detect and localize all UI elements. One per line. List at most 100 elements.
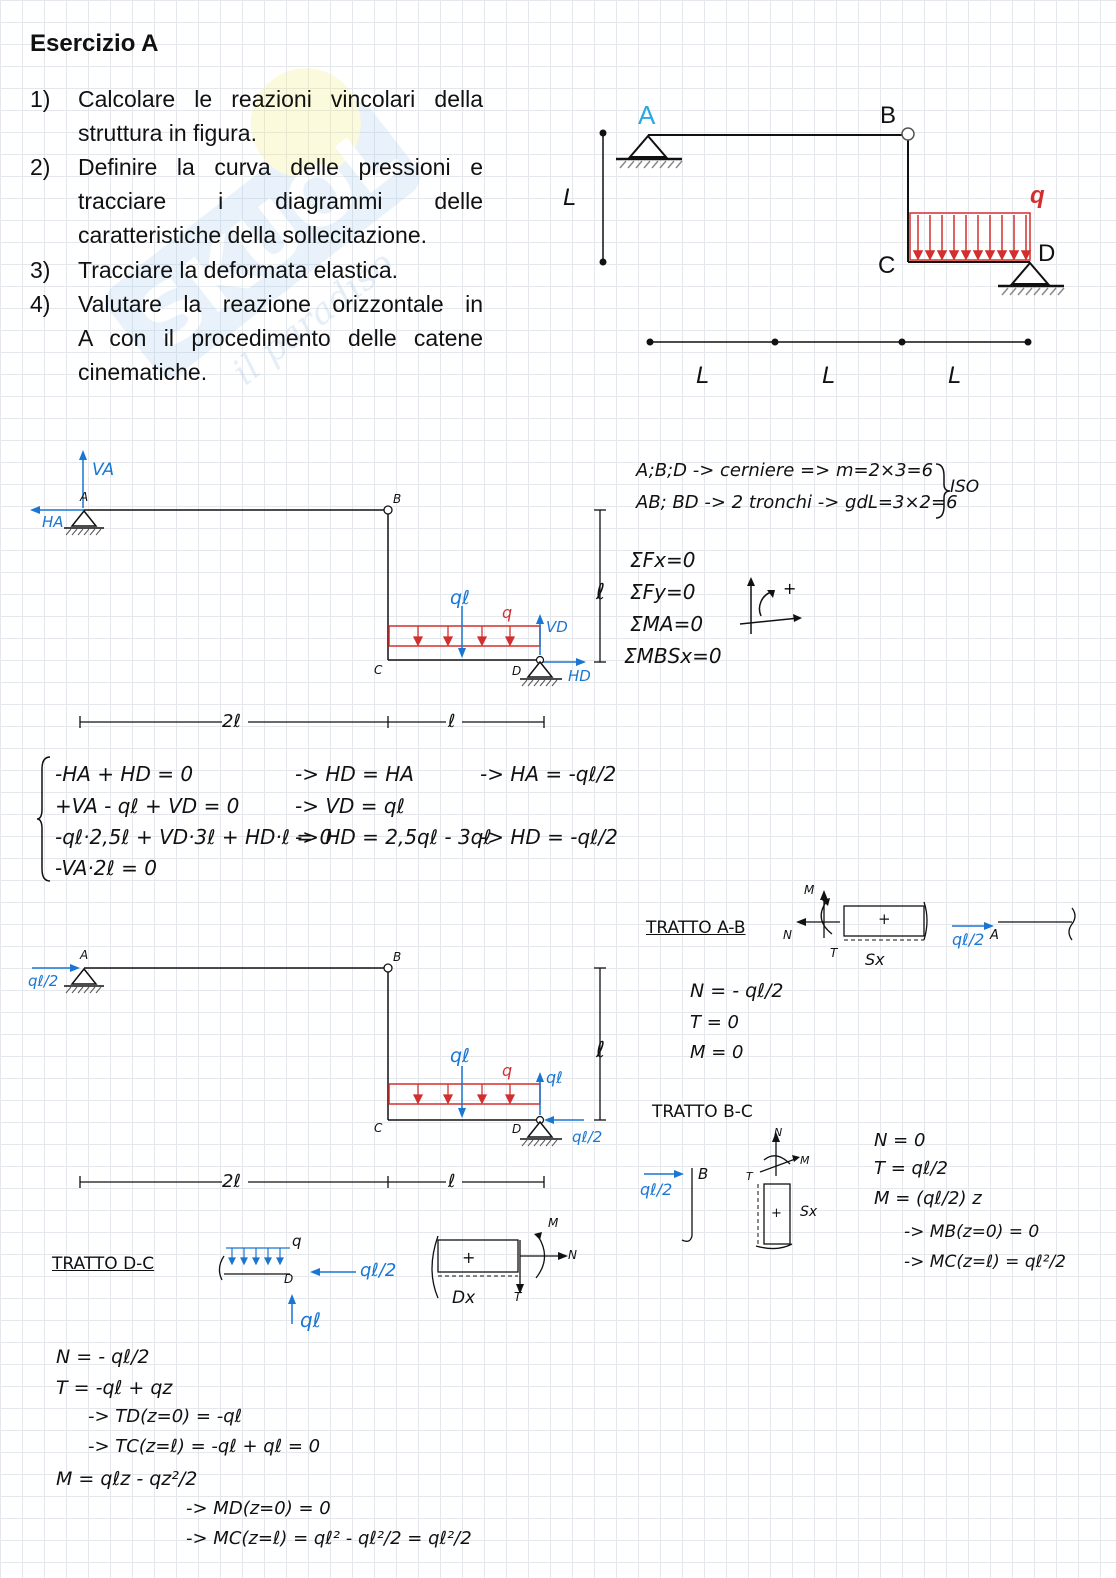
item-text: Definire la curva delle pressioni e (78, 154, 483, 180)
label-q: q (1030, 182, 1045, 209)
label-L1: L (696, 362, 710, 389)
dc-label-q: q (292, 1232, 302, 1250)
d2-label-ha: qℓ/2 (28, 972, 59, 990)
free-body-diagram-2 (32, 963, 606, 1188)
ab-label-sx: Sx (865, 950, 885, 969)
bc-label-n: N (774, 1126, 783, 1139)
item-number: 4) (30, 291, 51, 317)
system-brace (36, 756, 51, 882)
d1-label-vd: VD (546, 618, 568, 636)
system-step-2: -> VD = qℓ (295, 794, 405, 818)
label-C: C (878, 252, 896, 279)
ab-plus: + (878, 910, 891, 928)
system-step-3: -> HD = 2,5qℓ - 3qℓ (295, 825, 492, 849)
item-text: caratteristiche della sollecitazione. (78, 222, 428, 248)
system-eq-1: -HA + HD = 0 (55, 762, 194, 786)
d2-label-a: A (80, 948, 89, 962)
iso-brace (935, 463, 951, 519)
bc-eq-t: T = qℓ/2 (874, 1158, 948, 1179)
dc-eq-md: -> MD(z=0) = 0 (186, 1498, 331, 1519)
d2-label-b: B (393, 950, 402, 964)
item-number: 2) (30, 154, 51, 180)
dc-label-m: M (548, 1216, 559, 1230)
item-text: Valutare la reazione orizzontale in (78, 291, 483, 317)
svg-text:+: + (783, 579, 796, 598)
bc-eq-mc: -> MC(z=ℓ) = qℓ²/2 (904, 1252, 1066, 1272)
dc-eq-m: M = qℓz - qz²/2 (56, 1468, 198, 1490)
d2-label-l: ℓ (596, 1038, 606, 1063)
d1-label-ql: qℓ (450, 587, 470, 609)
exercise-title: Esercizio A (30, 30, 159, 57)
eq-sum-ma: ΣMA=0 (630, 612, 704, 636)
d1-label-va: VA (92, 460, 115, 480)
iso-result: ISO (950, 477, 980, 497)
d1-dim-2l: 2ℓ (222, 711, 241, 732)
d2-label-hd: qℓ/2 (572, 1128, 603, 1146)
ab-label-m: M (804, 883, 815, 897)
d2-dim-2l: 2ℓ (222, 1171, 241, 1192)
bc-label-sx: Sx (800, 1204, 818, 1220)
section-title-ab: TRATTO A-B (646, 918, 746, 938)
ab-label-a: A (990, 928, 999, 943)
label-L2: L (822, 362, 836, 389)
dc-eq-n: N = - qℓ/2 (56, 1346, 150, 1368)
ab-label-t: T (830, 946, 838, 960)
bc-label-m: M (800, 1154, 810, 1167)
section-bc-diagram (644, 1132, 800, 1250)
label-L-vertical: L (563, 184, 577, 211)
item-text: cinematiche. (78, 359, 208, 385)
section-ab-diagram (796, 890, 1076, 941)
ab-eq-n: N = - qℓ/2 (690, 980, 784, 1002)
ab-label-n: N (783, 928, 792, 942)
eq-sum-fy: ΣFy=0 (630, 580, 696, 604)
d2-label-c: C (374, 1121, 383, 1135)
d1-label-a: A (80, 490, 89, 504)
d2-label-ql: qℓ (450, 1045, 470, 1067)
d1-label-b: B (393, 492, 402, 506)
item-text: tracciare i diagrammi delle (78, 188, 483, 214)
dc-label-n: N (568, 1248, 577, 1262)
system-res-1: -> HA = -qℓ/2 (480, 762, 617, 786)
label-D: D (1038, 240, 1056, 267)
dc-plus: + (462, 1248, 476, 1267)
d1-label-ha: HA (42, 513, 64, 531)
d2-dim-l: ℓ (448, 1171, 456, 1192)
ab-eq-t: T = 0 (690, 1012, 739, 1033)
d2-label-q: q (502, 1061, 513, 1080)
structure-figure (599, 127, 1065, 346)
dc-eq-td: -> TD(z=0) = -qℓ (88, 1406, 243, 1427)
sign-convention-icon: + (739, 577, 802, 634)
dc-label-dx: Dx (452, 1288, 476, 1308)
dc-label-d: D (284, 1272, 294, 1286)
system-res-3: -> HD = -qℓ/2 (480, 825, 618, 849)
system-eq-3: -qℓ·2,5ℓ + VD·3ℓ + HD·ℓ = 0 (55, 825, 333, 849)
d1-dim-l: ℓ (448, 711, 456, 732)
ab-force: qℓ/2 (952, 930, 985, 949)
iso-line-2: AB; BD -> 2 tronchi -> gdL=3×2=6 (636, 492, 958, 513)
ab-eq-m: M = 0 (690, 1042, 744, 1063)
system-step-1: -> HD = HA (295, 762, 414, 786)
label-A: A (638, 100, 656, 130)
section-dc-diagram (218, 1232, 568, 1324)
d1-label-l: ℓ (596, 580, 606, 605)
item-text: struttura in figura. (78, 120, 257, 146)
d2-label-vd: qℓ (546, 1068, 563, 1087)
d1-label-d: D (512, 664, 522, 678)
system-eq-4: -VA·2ℓ = 0 (55, 856, 157, 880)
iso-line-1: A;B;D -> cerniere => m=2×3=6 (636, 460, 934, 481)
bc-label-b: B (698, 1165, 709, 1183)
dc-eq-tc: -> TC(z=ℓ) = -qℓ + qℓ = 0 (88, 1436, 321, 1457)
item-text: A con il procedimento delle catene (78, 325, 483, 351)
section-title-bc: TRATTO B-C (652, 1102, 753, 1122)
free-body-diagram-1 (30, 450, 606, 728)
bc-label-t: T (746, 1170, 753, 1183)
item-text: Tracciare la deformata elastica. (78, 257, 399, 283)
d2-label-d: D (512, 1122, 522, 1136)
d1-label-q: q (502, 603, 513, 622)
item-number: 3) (30, 257, 51, 283)
d1-label-hd: HD (568, 667, 591, 685)
bc-plus: + (771, 1206, 782, 1221)
bc-eq-m: M = (qℓ/2) z (874, 1188, 982, 1209)
d1-label-c: C (374, 663, 383, 677)
bc-eq-mb: -> MB(z=0) = 0 (904, 1222, 1040, 1242)
